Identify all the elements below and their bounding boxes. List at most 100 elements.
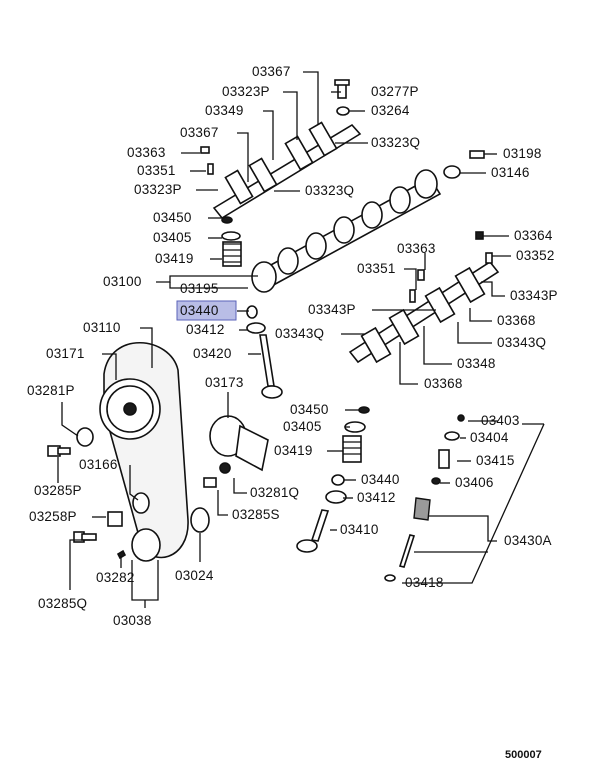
rocker-arm [360, 326, 392, 364]
timing-drive-assembly [47, 341, 269, 562]
camshaft-front [251, 261, 277, 293]
leader-03343P-b [481, 281, 505, 297]
spacer [107, 511, 123, 527]
label-03171[interactable]: 03171 [46, 346, 85, 361]
label-03343P-a[interactable]: 03343P [308, 302, 356, 317]
label-03419-b[interactable]: 03419 [274, 443, 313, 458]
leader-03166 [129, 465, 139, 501]
label-03166[interactable]: 03166 [79, 457, 118, 472]
label-03404[interactable]: 03404 [470, 430, 509, 445]
leader-03171 [102, 353, 117, 380]
jet-seal [384, 574, 396, 582]
rocker-arm [284, 135, 314, 171]
valve-spring [223, 243, 241, 263]
label-03412-b[interactable]: 03412 [357, 490, 396, 505]
label-03258P[interactable]: 03258P [29, 509, 77, 524]
label-03146[interactable]: 03146 [491, 165, 530, 180]
label-03110[interactable]: 03110 [83, 320, 121, 335]
label-03198[interactable]: 03198 [503, 146, 542, 161]
bolt [337, 83, 347, 99]
label-03285Q[interactable]: 03285Q [38, 596, 87, 611]
label-03450[interactable]: 03450 [153, 210, 192, 225]
label-03285S[interactable]: 03285S [232, 507, 280, 522]
key [116, 549, 127, 560]
label-03415[interactable]: 03415 [476, 453, 515, 468]
label-03352[interactable]: 03352 [516, 248, 555, 263]
leader-03285Q [69, 539, 90, 590]
leader-03349 [263, 110, 274, 160]
label-03367-b[interactable]: 03367 [180, 125, 219, 140]
label-03363-b[interactable]: 03363 [397, 241, 436, 256]
retainer [444, 431, 460, 441]
label-03420[interactable]: 03420 [193, 346, 232, 361]
label-03450-b[interactable]: 03450 [290, 402, 329, 417]
label-03364[interactable]: 03364 [514, 228, 553, 243]
label-03323P[interactable]: 03323P [222, 84, 270, 99]
adjust-screw [207, 163, 214, 175]
diagram-reference-number: 500007 [505, 749, 542, 761]
cap [200, 146, 210, 154]
leader-03281Q [233, 478, 247, 494]
adjust-screw [409, 289, 416, 303]
label-03412[interactable]: 03412 [186, 322, 225, 337]
label-03410[interactable]: 03410 [340, 522, 379, 537]
label-03418[interactable]: 03418 [405, 575, 444, 590]
label-03277P[interactable]: 03277P [371, 84, 419, 99]
label-03406[interactable]: 03406 [455, 475, 494, 490]
label-03281Q[interactable]: 03281Q [250, 485, 299, 500]
label-03405-b[interactable]: 03405 [283, 419, 322, 434]
label-03323P-mid[interactable]: 03323P [134, 182, 182, 197]
label-03349[interactable]: 03349 [205, 103, 244, 118]
label-03351[interactable]: 03351 [137, 163, 176, 178]
label-03343Q-a[interactable]: 03343Q [275, 326, 324, 341]
label-03419[interactable]: 03419 [155, 251, 194, 266]
label-03323Q-mid[interactable]: 03323Q [305, 183, 354, 198]
label-03367[interactable]: 03367 [252, 64, 291, 79]
label-03351-b[interactable]: 03351 [357, 261, 396, 276]
leader-03038 [131, 560, 159, 601]
bolt-head [334, 79, 350, 86]
rocker-arm [248, 157, 278, 193]
label-03264[interactable]: 03264 [371, 103, 410, 118]
label-03282[interactable]: 03282 [96, 570, 135, 585]
idler [132, 492, 150, 514]
cam-lobe [389, 186, 411, 214]
label-03403[interactable]: 03403 [481, 413, 520, 428]
label-03343P-b[interactable]: 03343P [510, 288, 558, 303]
leader-03100-b [169, 282, 248, 289]
label-03368-b[interactable]: 03368 [424, 376, 463, 391]
label-03323Q[interactable]: 03323Q [371, 135, 420, 150]
label-03173[interactable]: 03173 [205, 375, 244, 390]
upper-camshaft-assembly [200, 79, 485, 399]
label-03440-b[interactable]: 03440 [361, 472, 400, 487]
crank-sprocket [131, 528, 161, 562]
washer [336, 106, 350, 116]
valve-spring [342, 435, 362, 463]
label-03285P[interactable]: 03285P [34, 483, 82, 498]
label-03195[interactable]: 03195 [180, 281, 219, 296]
leader-03367 [303, 71, 319, 125]
valve-stem [259, 334, 275, 387]
label-03348[interactable]: 03348 [457, 356, 496, 371]
label-03038[interactable]: 03038 [113, 613, 152, 628]
label-03430A[interactable]: 03430A [504, 533, 552, 548]
label-03405[interactable]: 03405 [153, 230, 192, 245]
label-03281P[interactable]: 03281P [27, 383, 75, 398]
leader-03368 [469, 308, 492, 322]
leader-03343Q-b [457, 322, 492, 344]
leader-03110 [140, 327, 153, 368]
highlight-box [176, 300, 237, 321]
bolt-head [203, 477, 217, 488]
label-03440-highlighted[interactable]: 03440 [180, 303, 219, 318]
label-03363[interactable]: 03363 [127, 145, 166, 160]
leader-03281P [61, 402, 79, 437]
label-03024[interactable]: 03024 [175, 568, 214, 583]
rocker-arm [454, 266, 486, 304]
bolt-shank [81, 533, 97, 541]
cap [475, 231, 484, 240]
valve-seal [246, 305, 258, 319]
label-03100[interactable]: 03100 [103, 274, 142, 289]
label-03368[interactable]: 03368 [497, 313, 536, 328]
leader-03100 [156, 275, 258, 283]
label-03343Q-b[interactable]: 03343Q [497, 335, 546, 350]
